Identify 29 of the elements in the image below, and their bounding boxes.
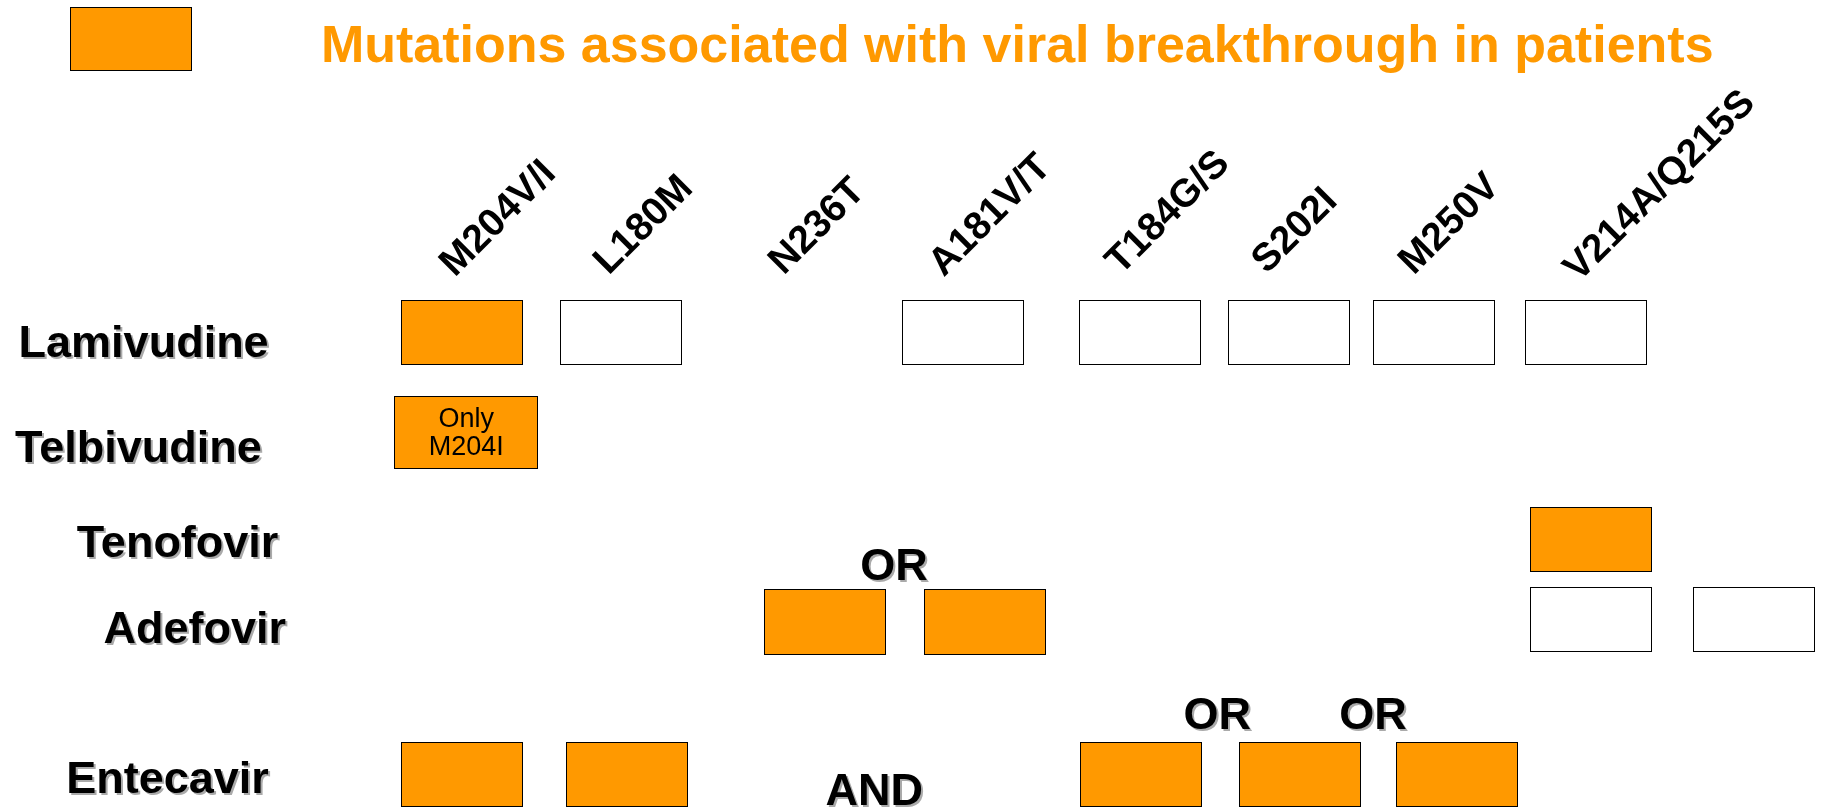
box-text: Only M204I: [427, 404, 505, 461]
mutation-box: [1080, 741, 1203, 807]
empty-mutation-box: [560, 299, 683, 366]
empty-mutation-box: [1227, 299, 1350, 366]
empty-mutation-box: [1525, 299, 1648, 366]
row-label: OR: [860, 541, 928, 587]
row-label: Tenofovir: [76, 518, 279, 564]
mutation-box: [401, 299, 524, 366]
mutation-box: [1396, 741, 1519, 807]
row-label: Lamivudine: [18, 318, 269, 364]
legend-text: Mutations associated with viral breakthrough in patients: [320, 13, 1714, 74]
mutation-box: [1530, 506, 1653, 572]
empty-mutation-box: [1530, 587, 1653, 653]
row-label: Telbivudine: [15, 424, 262, 470]
row-label: OR: [1183, 690, 1252, 736]
empty-mutation-box: [1078, 299, 1201, 366]
mutation-box: [763, 589, 886, 655]
mutation-box: [1239, 741, 1362, 807]
note-box: [394, 396, 539, 469]
mutation-box: [401, 741, 524, 807]
row-label: Entecavir: [66, 754, 269, 800]
row-label: AND: [825, 767, 923, 808]
empty-mutation-box: [1373, 299, 1496, 366]
empty-mutation-box: [902, 299, 1025, 366]
empty-mutation-box: [1692, 587, 1815, 653]
mutation-box: [924, 589, 1047, 655]
row-label: Adefovir: [103, 604, 286, 650]
row-label: OR: [1339, 690, 1407, 736]
mutation-box: [566, 741, 689, 807]
